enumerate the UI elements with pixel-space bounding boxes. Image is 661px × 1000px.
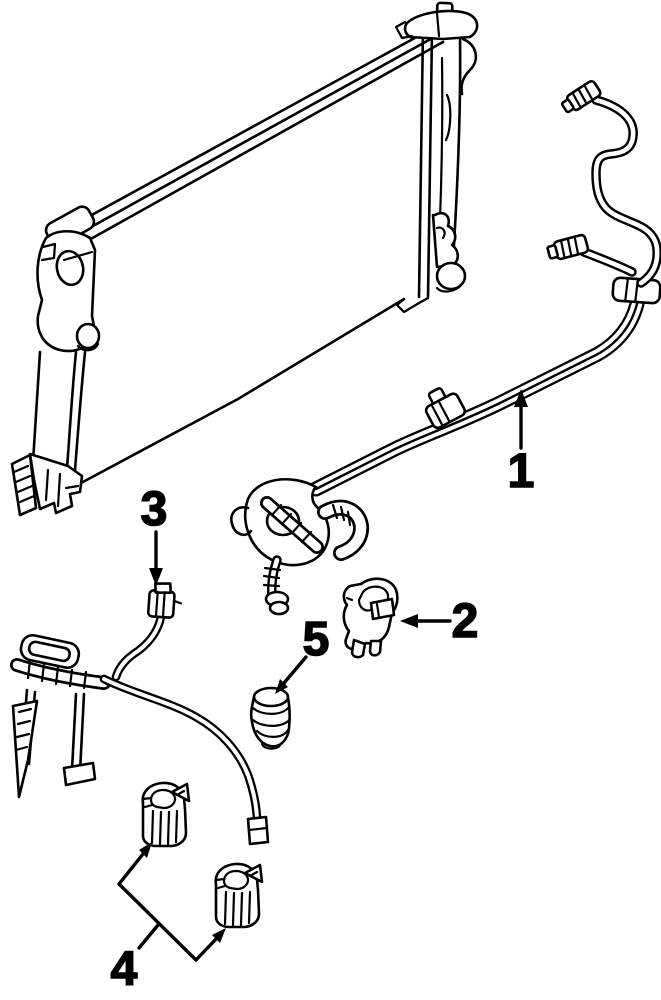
radiator-right-tank — [394, 1, 479, 314]
bundle-clamp — [424, 387, 467, 430]
callout-4-label: 4 — [111, 943, 138, 996]
radiator — [10, 1, 479, 517]
lower-hose — [584, 252, 632, 272]
callout-5: 5 — [275, 612, 330, 694]
cap — [249, 686, 292, 750]
callout-3-arrowhead — [149, 568, 163, 586]
tube-clip-b — [214, 862, 264, 929]
upper-fitting — [560, 79, 602, 114]
tube-end-tip — [246, 815, 270, 846]
callout-1: 1 — [507, 389, 535, 499]
callout-2-label: 2 — [452, 595, 479, 648]
callout-5-arrowhead — [275, 679, 288, 694]
callout-3: 3 — [140, 482, 168, 586]
callout-2: 2 — [400, 594, 479, 649]
hose-clamp — [342, 577, 399, 659]
tube-clips — [141, 781, 264, 929]
callout-1-arrowhead — [514, 389, 528, 407]
lower-fitting — [546, 233, 590, 261]
callout-2-arrowhead — [400, 614, 418, 628]
callout-5-label: 5 — [303, 613, 330, 666]
tube-fitting — [146, 582, 183, 619]
radiator-bottom-edge — [79, 297, 406, 485]
radiator-bottom-left-bracket — [10, 452, 84, 517]
callout-4-arrowhead-a — [139, 842, 152, 858]
radiator-top-edge — [55, 26, 445, 252]
callouts: 1 2 3 4 5 — [110, 389, 535, 997]
callout-4-arrowhead-b — [212, 928, 226, 943]
outlet-tube-assembly — [13, 582, 270, 846]
callout-3-label: 3 — [141, 483, 168, 536]
cooler-tube-assembly — [230, 79, 661, 616]
bundle-bracket — [611, 276, 661, 305]
tube-clip-a — [141, 781, 191, 848]
radiator-left-bracket — [36, 205, 101, 353]
callout-4: 4 — [110, 842, 226, 997]
callout-1-label: 1 — [508, 445, 535, 498]
tube-bundle — [316, 304, 637, 489]
tube-bracket-cluster — [13, 633, 104, 799]
radiator-left-tank — [31, 350, 87, 472]
hose-loop — [230, 477, 361, 616]
